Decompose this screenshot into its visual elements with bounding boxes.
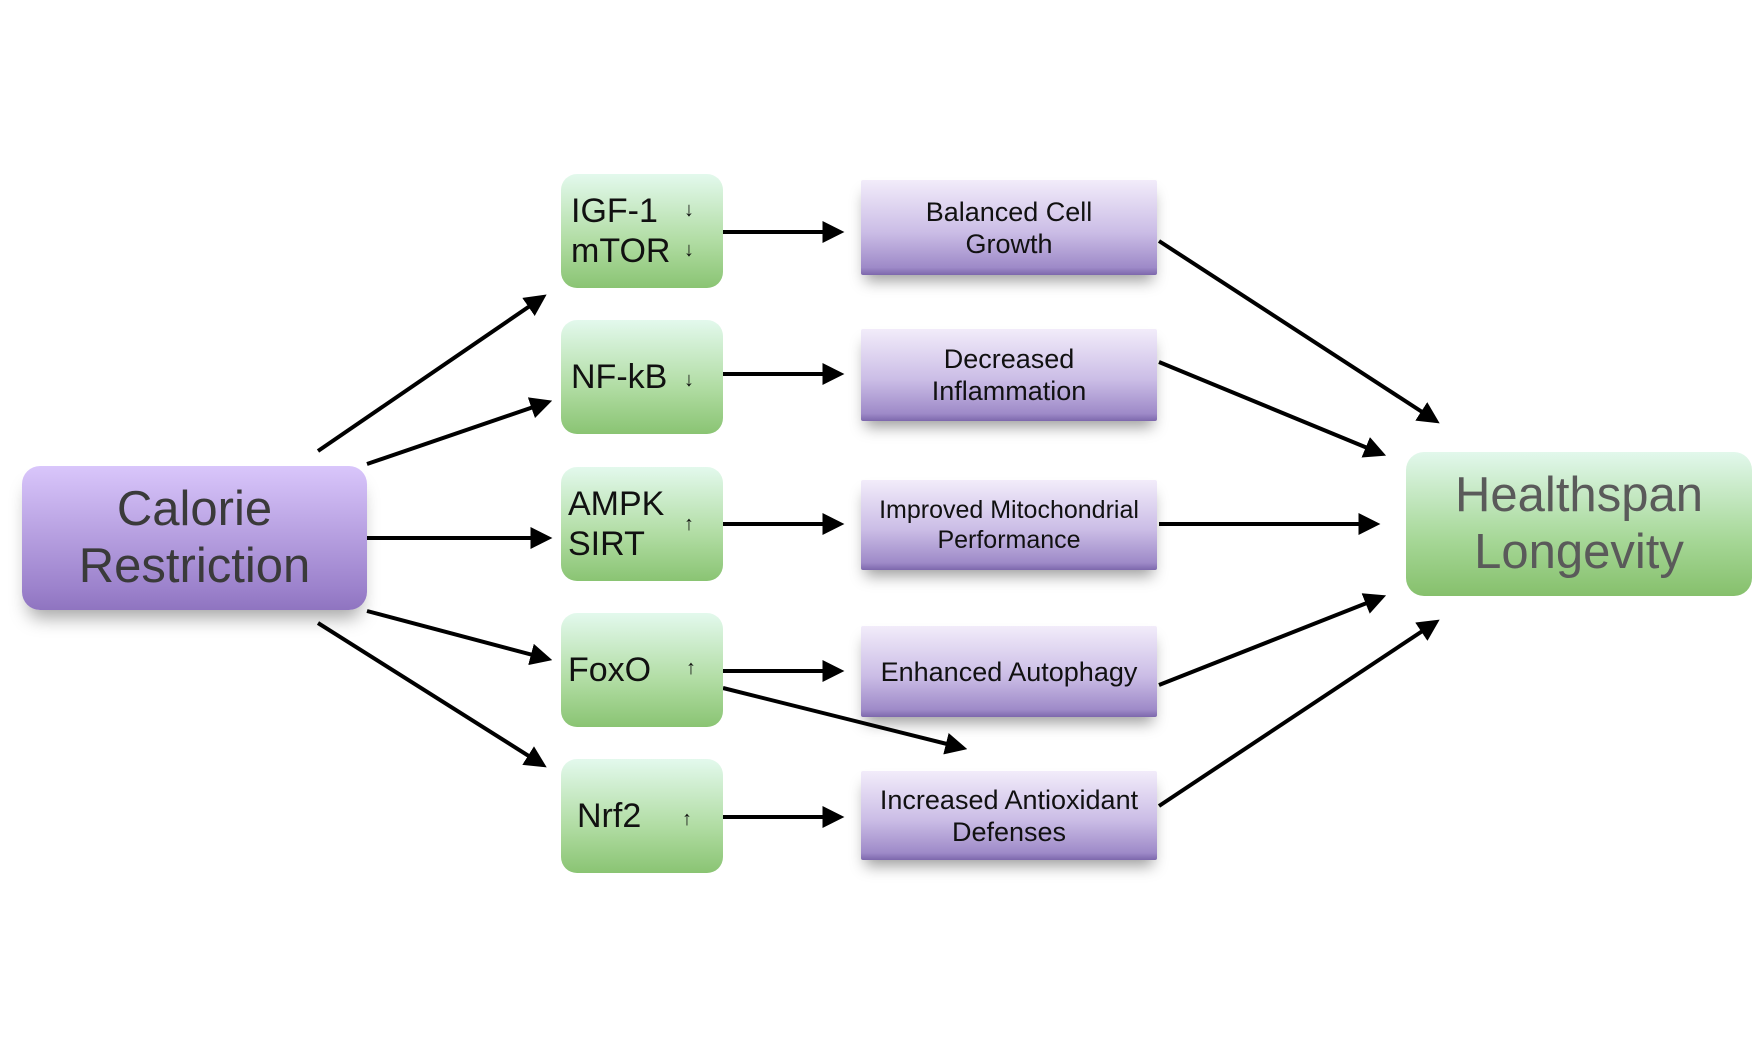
node-nf-kb: NF-kB ↓	[561, 320, 723, 434]
edge-arrow: Decreased Inflammation → Healthspan Long…	[1158, 360, 1387, 458]
outcome-label: Performance	[937, 526, 1081, 554]
mediator-label: AMPK	[568, 485, 665, 523]
node-foxo: FoxO ↑	[561, 613, 723, 727]
edge-arrow: Enhanced Autophagy → Healthspan Longevit…	[1158, 593, 1387, 687]
node-ampk-sirt: AMPK SIRT ↑	[561, 467, 723, 581]
source-line-1: Calorie	[116, 482, 273, 536]
mediator-label: mTOR	[571, 232, 671, 270]
outcome-label: Defenses	[951, 816, 1067, 847]
node-igf1-mtor: IGF-1 mTOR ↓ ↓	[561, 174, 723, 288]
mediator-label: SIRT	[568, 525, 645, 563]
outcome-label: Improved Mitochondrial	[879, 496, 1139, 524]
arrow-down-icon: ↓	[684, 239, 694, 261]
node-nrf2: Nrf2 ↑	[561, 759, 723, 873]
node-enhanced-autophagy: Enhanced Autophagy	[861, 626, 1157, 717]
outcome-label: Inflammation	[931, 376, 1087, 406]
edge-arrow: Calorie Restriction → Nrf2	[316, 621, 547, 768]
outcome-label: Balanced Cell	[925, 196, 1093, 227]
edge-arrow: FoxO → Increased Antioxidant Defenses	[722, 686, 968, 755]
outcome-label: Enhanced Autophagy	[880, 656, 1138, 687]
source-line-2: Restriction	[78, 539, 311, 593]
node-calorie-restriction: Calorie Restriction	[22, 466, 367, 610]
mediator-label: FoxO	[568, 651, 652, 689]
arrow-up-icon: ↑	[684, 513, 694, 535]
target-line-2: Longevity	[1474, 525, 1684, 579]
edge-arrow: Calorie Restriction → FoxO	[366, 609, 553, 666]
node-healthspan-longevity: Healthspan Longevity	[1406, 452, 1752, 596]
arrow-up-icon: ↑	[682, 808, 692, 830]
edge-arrow: Calorie Restriction → IGF-1 / mTOR	[316, 294, 547, 453]
mediator-label: IGF-1	[571, 192, 658, 230]
node-balanced-cell-growth: Balanced Cell Growth	[861, 180, 1157, 275]
arrow-down-icon: ↓	[684, 199, 694, 221]
outcome-label: Decreased	[943, 344, 1075, 374]
edge-arrow: Calorie Restriction → NF-kB	[366, 397, 553, 466]
mediator-label: NF-kB	[571, 358, 668, 396]
node-improved-mitochondrial-performance: Improved Mitochondrial Performance	[861, 480, 1157, 570]
edge-arrow: Balanced Cell Growth → Healthspan Longev…	[1157, 239, 1440, 424]
node-increased-antioxidant-defenses: Increased Antioxidant Defenses	[861, 771, 1157, 860]
node-decreased-inflammation: Decreased Inflammation	[861, 329, 1157, 421]
arrow-down-icon: ↓	[684, 369, 694, 391]
target-line-1: Healthspan	[1455, 468, 1703, 522]
edge-arrow: Increased Antioxidant Defenses → Healths…	[1157, 619, 1440, 808]
arrow-up-icon: ↑	[686, 657, 696, 679]
outcome-label: Growth	[965, 228, 1053, 259]
mediator-label: Nrf2	[577, 797, 642, 835]
outcome-label: Increased Antioxidant	[879, 784, 1139, 815]
